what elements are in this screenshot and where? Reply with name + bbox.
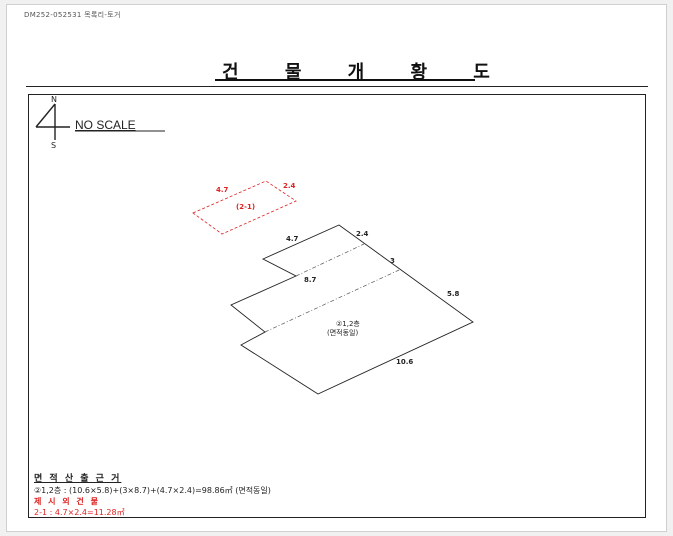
dim-middle: 8.7 [304, 276, 317, 284]
compass-south-label: S [51, 141, 56, 150]
area-calculation-basis: 면 적 산 출 근 거 ②1,2층 : (10.6×5.8)+(3×8.7)+(… [34, 474, 634, 518]
document-sheet [6, 4, 667, 532]
document-id: DM252-052531 목록리-토거 [24, 11, 121, 19]
area-basis-heading: 면 적 산 출 근 거 [34, 474, 122, 484]
dim-top-right: 2.4 [356, 230, 369, 238]
division-line-upper [295, 243, 365, 277]
main-building-outline [230, 224, 474, 395]
title-underline [215, 79, 475, 81]
excluded-building-outline [192, 180, 297, 235]
compass-icon [35, 103, 70, 140]
dim-right: 5.8 [447, 290, 460, 298]
page-title: 건 물 개 황 도 [222, 62, 510, 83]
dim-step: 3 [390, 257, 395, 265]
dim-top-left: 4.7 [286, 235, 299, 243]
main-building-label: ②1,2층 [336, 319, 360, 328]
excluded-building-label: (2-1) [236, 203, 255, 211]
compass-north-label: N [51, 95, 57, 104]
excluded-dim-top: 4.7 [216, 186, 229, 194]
division-line-lower [264, 269, 400, 333]
excluded-dim-right: 2.4 [283, 182, 296, 190]
area-basis-formula: ②1,2층 : (10.6×5.8)+(3×8.7)+(4.7×2.4)=98.… [34, 486, 271, 495]
title-rule [26, 86, 648, 87]
drawing-frame [28, 94, 646, 518]
excluded-building-heading: 제 시 외 건 물 [34, 497, 100, 506]
scale-note: NO SCALE [75, 118, 136, 132]
main-building-sublabel: (면적동일) [327, 328, 358, 337]
dim-bottom: 10.6 [396, 358, 413, 366]
excluded-building-formula: 2-1 : 4.7×2.4=11.28㎡ [34, 508, 125, 517]
